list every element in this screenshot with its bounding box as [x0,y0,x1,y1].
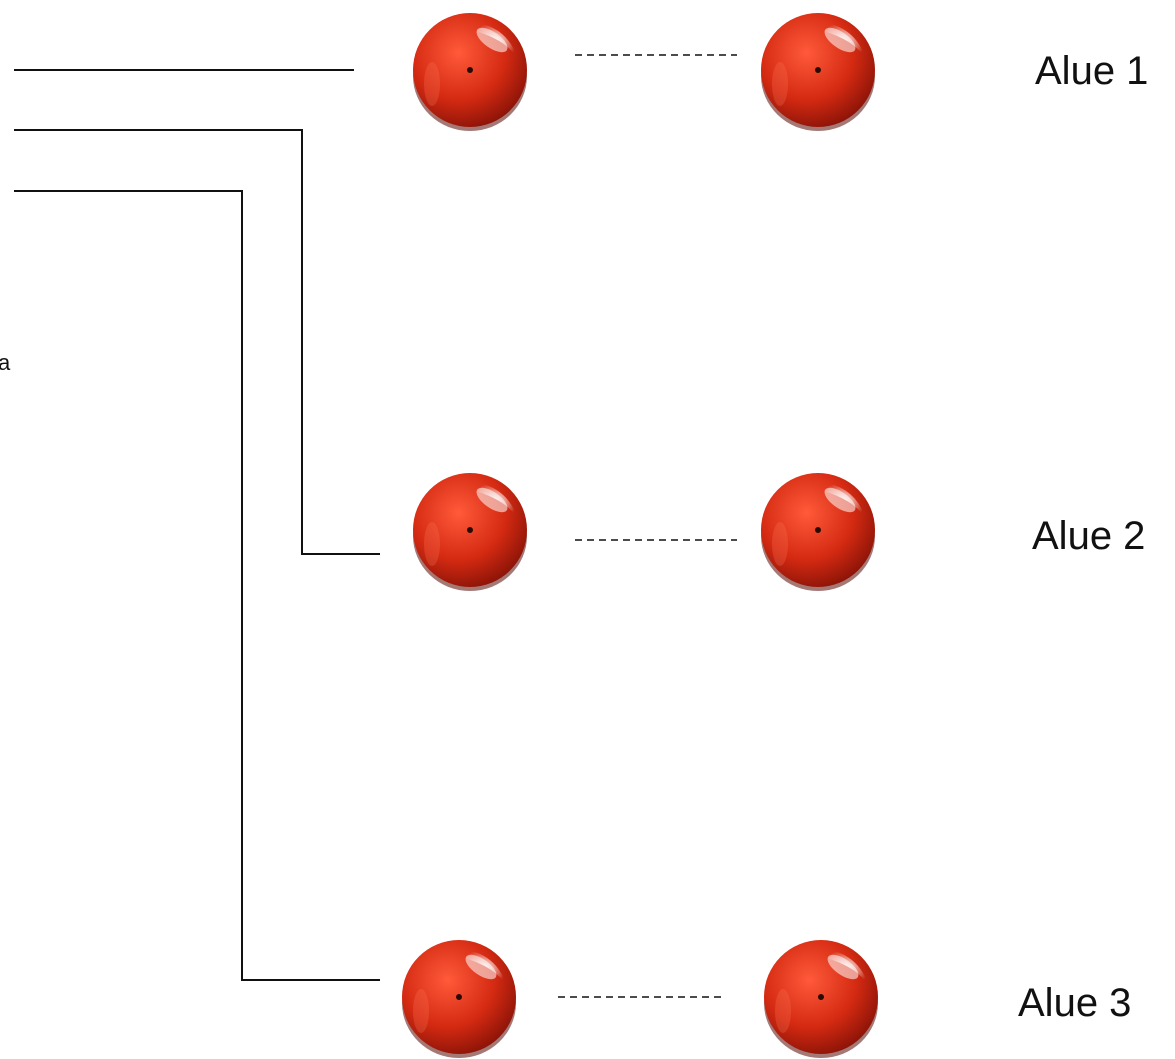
bell-icon [764,940,878,1058]
edge-text-fragment: a [0,350,11,375]
zone-label-3: Alue 3 [1018,981,1131,1025]
bell-icon [402,940,516,1058]
bell-icon [413,473,527,591]
zone-label-1: Alue 1 [1035,49,1148,93]
zone-1: Alue 1 [413,13,1148,131]
bell-icon [761,473,875,591]
zone-label-2: Alue 2 [1032,514,1145,558]
zone-2-wire [14,129,380,555]
zone-3-wire [14,190,380,981]
bell-icon [413,13,527,131]
zone-3: Alue 3 [402,940,1131,1058]
zone-2: Alue 2 [413,473,1145,591]
bell-icon [761,13,875,131]
